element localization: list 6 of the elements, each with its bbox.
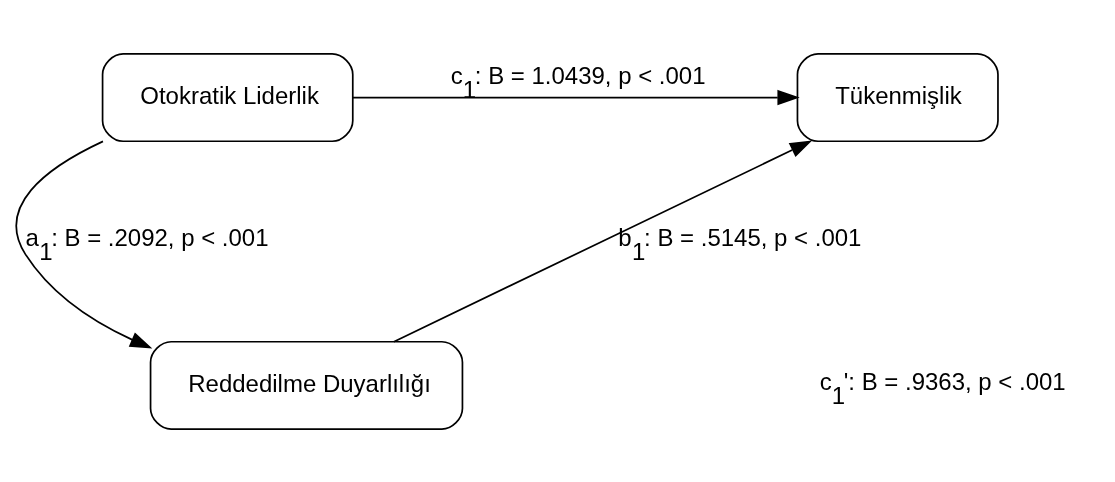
arrow [393, 139, 813, 343]
node-box: Reddedilme Duyarlılığı [149, 340, 464, 430]
node-box: Otokratik Liderlik [101, 52, 354, 142]
arrow [352, 89, 800, 105]
arrow [15, 140, 153, 348]
node-box: Tükenmişlik [796, 52, 999, 142]
